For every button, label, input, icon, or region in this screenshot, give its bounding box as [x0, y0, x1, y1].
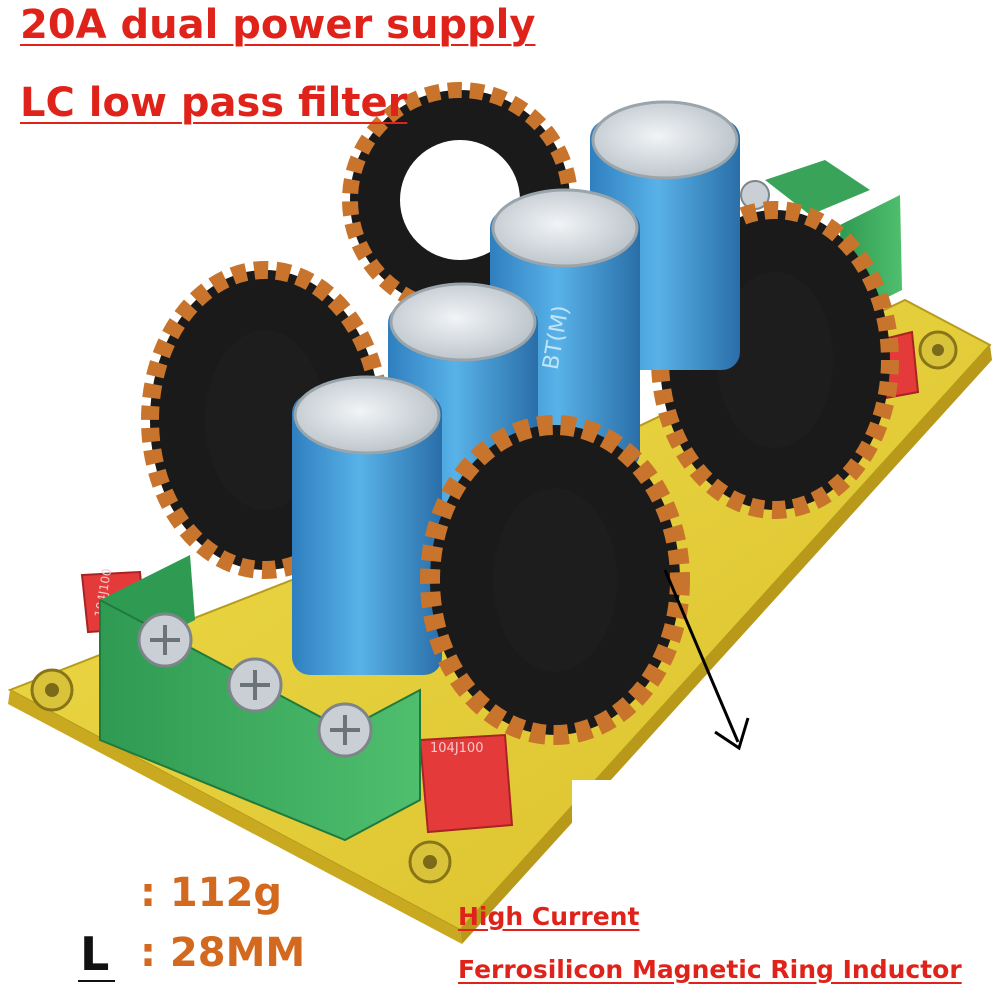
film-capacitor-right: 104J100 [418, 733, 514, 834]
annotation-line-2: Ferrosilicon Magnetic Ring Inductor [458, 955, 962, 984]
headline-line-1: 20A dual power supply [20, 2, 536, 48]
capacitor-front [292, 375, 442, 675]
length-symbol: L [78, 928, 116, 982]
headline-line-2: LC low pass filter [20, 80, 408, 126]
length-spec: : 28MM [140, 930, 306, 976]
weight-spec: : 112g [140, 870, 283, 916]
inductor-front [420, 415, 690, 745]
annotation-line-1: High Current [458, 902, 640, 931]
terminal-block-front [99, 555, 421, 842]
callout-arrow [663, 569, 750, 751]
svg-text:104J100: 104J100 [430, 741, 483, 756]
